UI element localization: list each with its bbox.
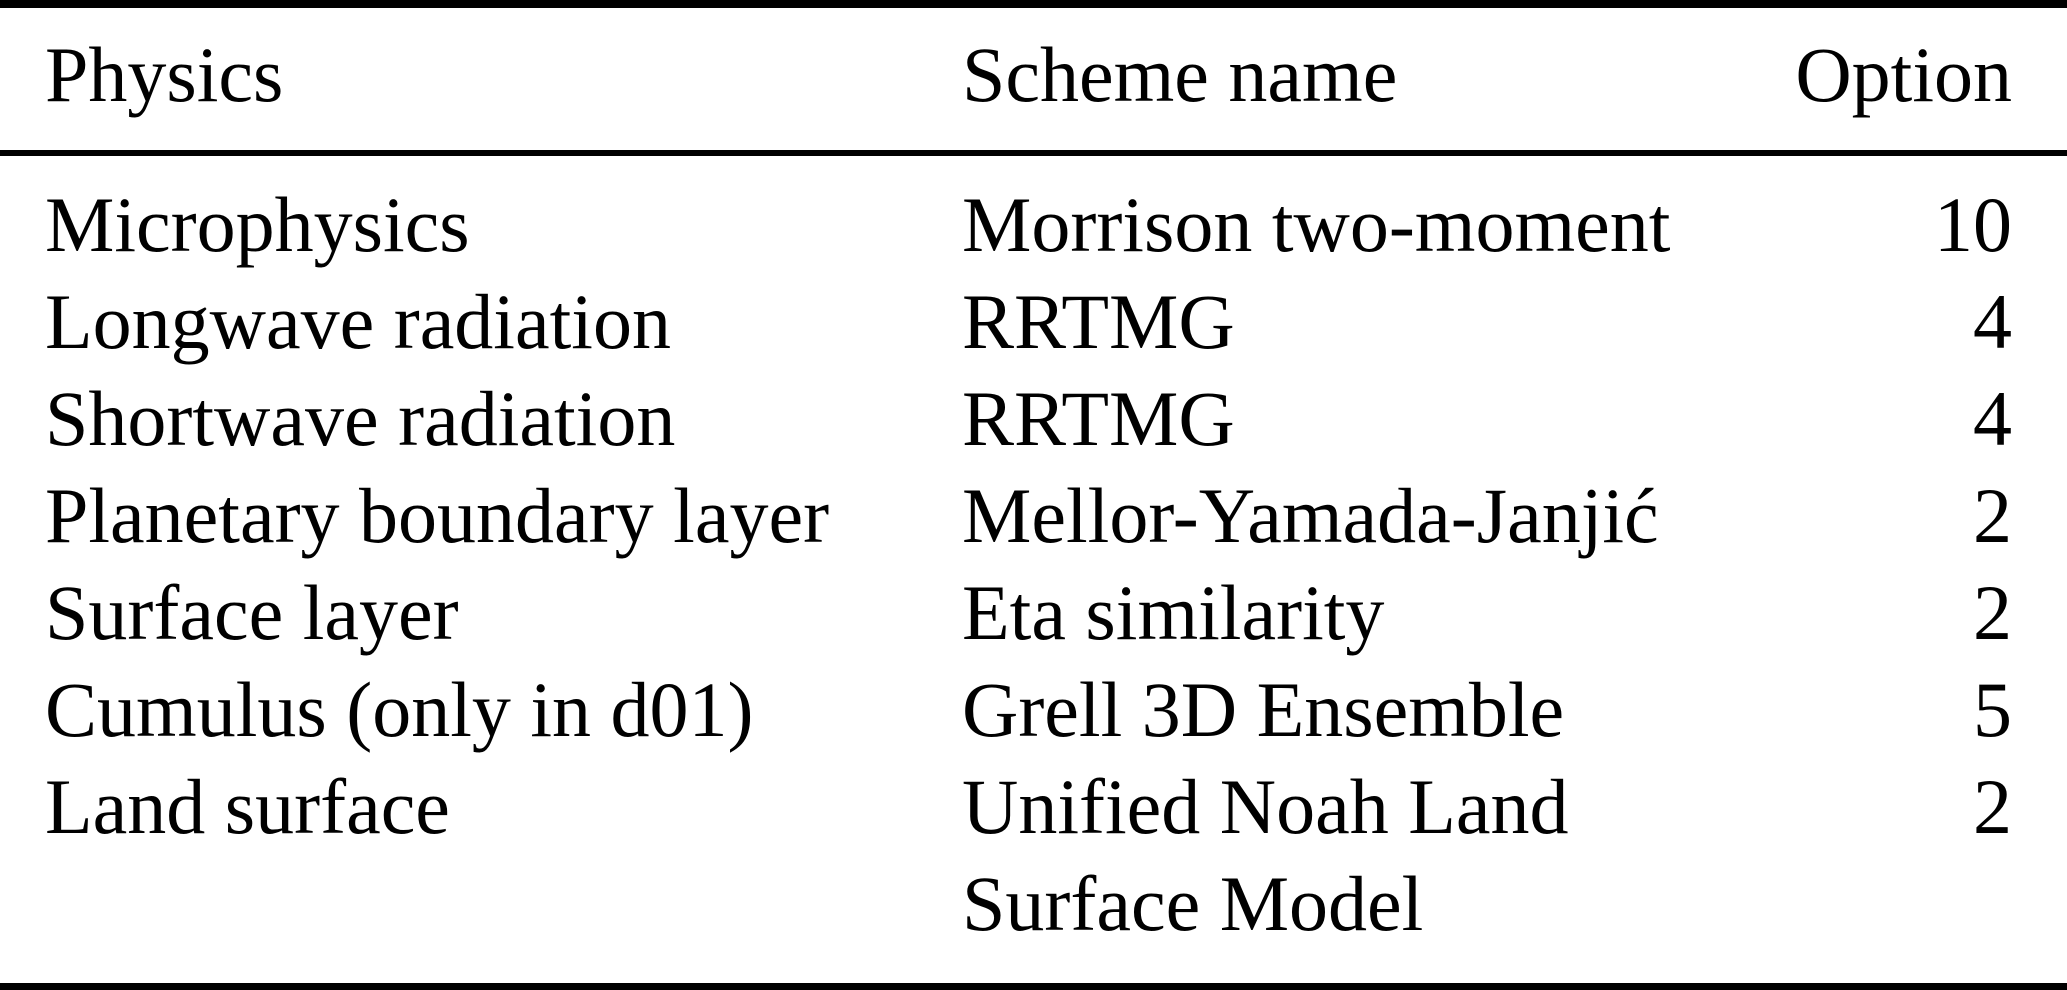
- cell-option: 4: [1973, 375, 2012, 462]
- table-bottom-rule: [0, 983, 2067, 990]
- cell-physics: Surface layer: [45, 569, 459, 656]
- table-row: Microphysics Morrison two-moment 10: [0, 176, 2067, 273]
- cell-physics: Land surface: [45, 763, 450, 850]
- cell-scheme: Morrison two-moment: [962, 181, 1671, 268]
- table-row: Longwave radiation RRTMG 4: [0, 273, 2067, 370]
- cell-physics: Planetary boundary layer: [45, 472, 830, 559]
- cell-option: 2: [1973, 763, 2012, 850]
- table-row: Planetary boundary layer Mellor-Yamada-J…: [0, 467, 2067, 564]
- cell-option: 2: [1973, 569, 2012, 656]
- cell-scheme: Eta similarity: [962, 569, 1385, 656]
- table-top-rule: [0, 0, 2067, 8]
- cell-option: 10: [1934, 181, 2012, 268]
- table-header: Physics Scheme name Option: [0, 8, 2067, 150]
- header-cell-physics: Physics: [45, 31, 284, 118]
- cell-scheme: Surface Model: [962, 860, 1424, 947]
- cell-scheme: Grell 3D Ensemble: [962, 666, 1565, 753]
- table-row: Shortwave radiation RRTMG 4: [0, 370, 2067, 467]
- cell-option: 5: [1973, 666, 2012, 753]
- cell-physics: Shortwave radiation: [45, 375, 676, 462]
- table-row: Cumulus (only in d01) Grell 3D Ensemble …: [0, 661, 2067, 758]
- cell-physics: Cumulus (only in d01): [45, 666, 754, 753]
- cell-scheme: Unified Noah Land: [962, 763, 1569, 850]
- header-cell-option: Option: [1795, 31, 2012, 118]
- cell-physics: Microphysics: [45, 181, 470, 268]
- cell-scheme: RRTMG: [962, 278, 1235, 365]
- cell-physics: Longwave radiation: [45, 278, 671, 365]
- table-row-continuation: Surface Model: [0, 855, 2067, 952]
- header-cell-scheme: Scheme name: [962, 31, 1398, 118]
- cell-scheme: RRTMG: [962, 375, 1235, 462]
- cell-scheme: Mellor-Yamada-Janjić: [962, 472, 1659, 559]
- table-body: Microphysics Morrison two-moment 10 Long…: [0, 156, 2067, 952]
- table-row: Land surface Unified Noah Land 2: [0, 758, 2067, 855]
- cell-option: 2: [1973, 472, 2012, 559]
- table-row: Surface layer Eta similarity 2: [0, 564, 2067, 661]
- cell-option: 4: [1973, 278, 2012, 365]
- header-row: Physics Scheme name Option: [0, 26, 2067, 123]
- table-header-rule: [0, 150, 2067, 156]
